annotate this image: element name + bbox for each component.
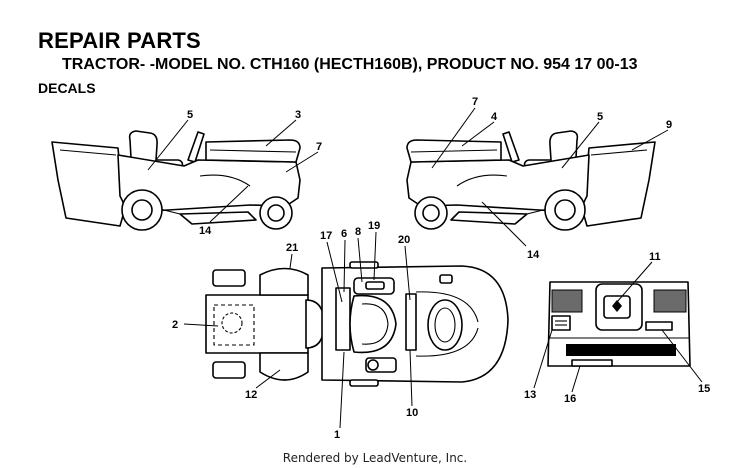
section-label: DECALS bbox=[38, 80, 96, 96]
callout-numbers: 5 3 7 14 7 4 5 9 14 21 17 6 8 19 20 2 12… bbox=[172, 96, 710, 441]
callout-5-right: 5 bbox=[597, 111, 603, 123]
model-subtitle: TRACTOR- -MODEL NO. CTH160 (HECTH160B), … bbox=[62, 56, 638, 73]
callout-5-left: 5 bbox=[187, 109, 193, 121]
callout-17: 17 bbox=[320, 230, 332, 242]
callout-19: 19 bbox=[368, 220, 380, 232]
callout-11: 11 bbox=[649, 251, 661, 263]
callout-7-right: 7 bbox=[472, 96, 478, 108]
callout-3: 3 bbox=[295, 109, 301, 121]
callout-15: 15 bbox=[698, 383, 710, 395]
callout-13: 13 bbox=[524, 389, 536, 401]
callout-20: 20 bbox=[398, 234, 410, 246]
callout-10: 10 bbox=[406, 407, 418, 419]
callout-1: 1 bbox=[334, 429, 340, 441]
leader-lines bbox=[147, 107, 703, 429]
callout-9: 9 bbox=[666, 119, 672, 131]
tractor-left-side-view bbox=[51, 130, 301, 231]
callout-7-left: 7 bbox=[316, 141, 322, 153]
tractor-top-view bbox=[205, 261, 509, 387]
callout-4: 4 bbox=[491, 111, 498, 123]
callout-8: 8 bbox=[355, 226, 361, 238]
rendered-by-footer: Rendered by LeadVenture, Inc. bbox=[282, 451, 468, 465]
callout-21: 21 bbox=[286, 242, 298, 254]
callout-6: 6 bbox=[341, 228, 347, 240]
callout-2: 2 bbox=[172, 319, 178, 331]
callout-14-left: 14 bbox=[199, 225, 212, 237]
callout-14-right: 14 bbox=[527, 249, 540, 261]
page-title: REPAIR PARTS bbox=[38, 28, 201, 53]
callout-12: 12 bbox=[245, 389, 257, 401]
callout-16: 16 bbox=[564, 393, 576, 405]
tractor-right-side-view bbox=[406, 130, 656, 231]
tractor-panel-view bbox=[547, 281, 691, 367]
